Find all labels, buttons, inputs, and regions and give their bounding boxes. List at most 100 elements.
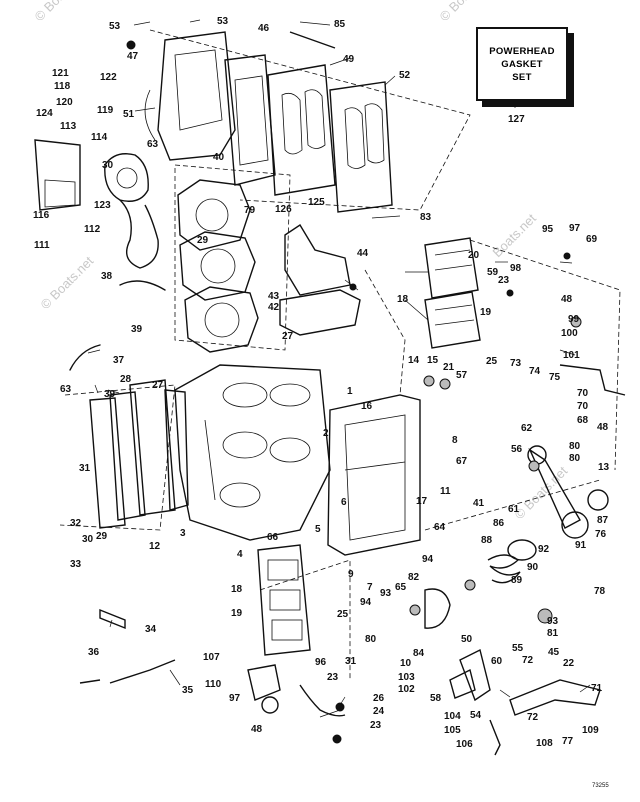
leader-lines (87, 19, 591, 718)
reed-block-upper (424, 237, 479, 299)
watermark: © Boats.net (437, 0, 496, 24)
callout-labels: 1 2 3 4 5 6 7 8 9 10 11 12 13 14 15 16 1… (33, 16, 610, 789)
callout-44: 44 (357, 248, 369, 259)
callout-25: 25 (486, 356, 498, 367)
callout-23b: 23 (327, 672, 339, 683)
callout-69: 69 (586, 234, 598, 245)
callout-108: 108 (536, 738, 553, 749)
callout-24: 24 (373, 706, 385, 717)
callout-31b: 31 (345, 656, 357, 667)
callout-77: 77 (562, 736, 574, 747)
throttle-link (559, 364, 626, 396)
assembly-guide-lines (59, 29, 621, 680)
callout-1: 1 (347, 386, 353, 397)
callout-95: 95 (542, 224, 554, 235)
callout-38: 38 (101, 271, 113, 282)
callout-20: 20 (468, 250, 480, 261)
callout-119: 119 (97, 105, 114, 116)
callout-118: 118 (54, 81, 71, 92)
watermark: © Boats.net (512, 463, 571, 522)
callout-127: 127 (508, 114, 525, 125)
callout-3: 3 (180, 528, 186, 539)
callout-18b: 18 (231, 584, 243, 595)
callout-66: 66 (267, 532, 279, 543)
callout-31: 31 (79, 463, 91, 474)
callout-125: 125 (308, 197, 325, 208)
exhaust-plate (129, 379, 176, 516)
callout-41: 41 (473, 498, 485, 509)
callout-110: 110 (205, 679, 222, 690)
gasket-46 (224, 54, 276, 186)
callout-6: 6 (341, 497, 347, 508)
callout-43: 43 (268, 291, 280, 302)
callout-97: 97 (569, 223, 581, 234)
callout-80c: 80 (365, 634, 377, 645)
callout-4: 4 (237, 549, 243, 560)
powerhead-gasket-set-box: POWERHEAD GASKET SET (476, 27, 568, 101)
callout-59: 59 (487, 267, 499, 278)
callout-106: 106 (456, 739, 473, 750)
callout-64: 64 (434, 522, 446, 533)
callout-63: 63 (147, 139, 159, 150)
callout-18: 18 (397, 294, 409, 305)
watermark: © Boats.net (32, 0, 91, 24)
callout-96: 96 (315, 657, 327, 668)
hose-37 (69, 344, 101, 371)
callout-121: 121 (52, 68, 69, 79)
callout-22: 22 (563, 658, 575, 669)
callout-122: 122 (100, 72, 117, 83)
callout-30: 30 (102, 160, 114, 171)
kit-box-line-2: GASKET (501, 58, 543, 70)
callout-100: 100 (561, 328, 578, 339)
callout-7: 7 (367, 582, 373, 593)
callout-75: 75 (549, 372, 561, 383)
callout-82: 82 (408, 572, 420, 583)
callout-81: 81 (547, 628, 559, 639)
callout-85: 85 (334, 19, 346, 30)
callout-89: 89 (511, 575, 523, 586)
kit-box-line-3: SET (512, 71, 532, 83)
callout-14: 14 (408, 355, 420, 366)
intake-reed-plate (257, 544, 311, 656)
callout-5: 5 (315, 524, 321, 535)
callout-94: 94 (422, 554, 434, 565)
seal-92 (507, 539, 537, 561)
callout-87: 87 (597, 515, 609, 526)
callout-19: 19 (480, 307, 492, 318)
callout-74: 74 (529, 366, 541, 377)
callout-97b: 97 (229, 693, 241, 704)
callout-93: 93 (380, 588, 392, 599)
callout-61: 61 (508, 504, 520, 515)
callout-72b: 72 (527, 712, 539, 723)
callout-21: 21 (443, 362, 455, 373)
wire-harness (109, 659, 176, 684)
callout-45: 45 (548, 647, 560, 658)
callout-94b: 94 (360, 597, 372, 608)
callout-68: 68 (577, 415, 589, 426)
callout-17: 17 (416, 496, 428, 507)
callout-55: 55 (512, 643, 524, 654)
callout-98: 98 (510, 263, 522, 274)
callout-27b: 27 (152, 380, 164, 391)
callout-48c: 48 (597, 422, 609, 433)
gasket-52 (329, 81, 393, 213)
callout-33: 33 (70, 559, 82, 570)
callout-88: 88 (481, 535, 493, 546)
cylinder-block (174, 364, 331, 541)
callout-19b: 19 (231, 608, 243, 619)
callout-70b: 70 (577, 401, 589, 412)
callout-73: 73 (510, 358, 522, 369)
callout-29b: 29 (96, 531, 108, 542)
watermark: © Boats.net (38, 253, 97, 312)
callout-83: 83 (420, 212, 432, 223)
callout-11: 11 (440, 486, 451, 497)
callout-56: 56 (511, 444, 523, 455)
callout-48: 48 (561, 294, 573, 305)
bracket-116 (34, 139, 81, 211)
callout-54: 54 (470, 710, 482, 721)
cam-plate (424, 588, 451, 629)
callout-46: 46 (258, 23, 270, 34)
callout-102: 102 (398, 684, 415, 695)
callout-62: 62 (521, 423, 533, 434)
callout-40: 40 (213, 152, 225, 163)
